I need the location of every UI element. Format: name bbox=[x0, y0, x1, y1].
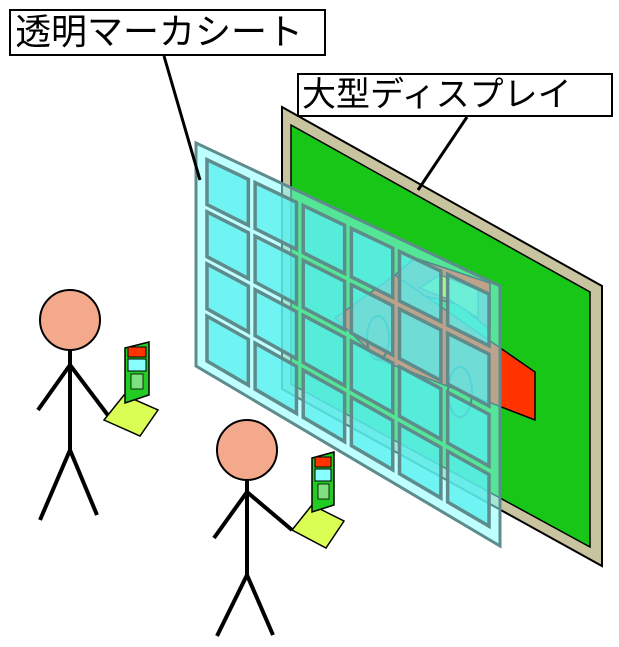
marker-square bbox=[301, 257, 347, 333]
marker-square bbox=[205, 313, 251, 389]
marker-square bbox=[349, 281, 395, 358]
person-arm-left bbox=[36, 363, 72, 412]
person-leg-left bbox=[215, 574, 249, 637]
person-leg-left bbox=[38, 449, 72, 521]
person-arm-left bbox=[212, 490, 249, 540]
marker-square bbox=[253, 179, 299, 253]
marker-square bbox=[301, 367, 347, 445]
marker-square bbox=[253, 233, 299, 307]
person-arm-right bbox=[245, 490, 294, 532]
handheld-phone bbox=[102, 341, 160, 437]
display-callout-line bbox=[416, 116, 469, 191]
marker-sheet-label-text: 透明マーカシート bbox=[15, 11, 304, 53]
phone-screen bbox=[314, 468, 332, 482]
phone-keypad bbox=[130, 373, 144, 390]
marker-square bbox=[349, 394, 395, 473]
phone-lower-half bbox=[102, 394, 160, 437]
marker-square bbox=[397, 306, 443, 384]
handheld-phone bbox=[290, 451, 346, 549]
phone-keypad bbox=[317, 483, 330, 500]
person-head bbox=[216, 419, 278, 481]
phone-screen bbox=[127, 358, 147, 372]
marker-square bbox=[301, 202, 347, 277]
person-arm-right bbox=[68, 363, 112, 420]
marker-sheet-callout-line bbox=[162, 55, 202, 181]
marker-square bbox=[349, 338, 395, 416]
large-display-label: 大型ディスプレイ bbox=[297, 73, 613, 117]
marker-square bbox=[301, 312, 347, 389]
marker-square bbox=[253, 286, 299, 362]
marker-square bbox=[397, 421, 443, 502]
marker-square bbox=[205, 208, 251, 282]
marker-grid bbox=[205, 156, 491, 530]
person-right bbox=[212, 419, 346, 637]
phone-lower-half bbox=[290, 504, 346, 549]
marker-square bbox=[445, 389, 491, 470]
person-left bbox=[36, 289, 160, 521]
transparent-marker-sheet bbox=[194, 140, 502, 549]
marker-square bbox=[445, 330, 491, 409]
phone-top-bar bbox=[314, 456, 332, 468]
marker-sheet-label: 透明マーカシート bbox=[9, 9, 326, 56]
marker-square bbox=[397, 363, 443, 443]
marker-square bbox=[445, 448, 491, 530]
person-leg-right bbox=[68, 449, 99, 516]
person-leg-right bbox=[245, 574, 275, 636]
person-head bbox=[39, 289, 101, 351]
marker-square bbox=[205, 156, 251, 229]
marker-square bbox=[205, 261, 251, 335]
marker-square bbox=[349, 225, 395, 301]
phone-top-bar bbox=[127, 346, 147, 358]
marker-square bbox=[397, 248, 443, 325]
large-display-label-text: 大型ディスプレイ bbox=[302, 75, 572, 115]
marker-square bbox=[253, 340, 299, 417]
marker-square bbox=[445, 271, 491, 349]
